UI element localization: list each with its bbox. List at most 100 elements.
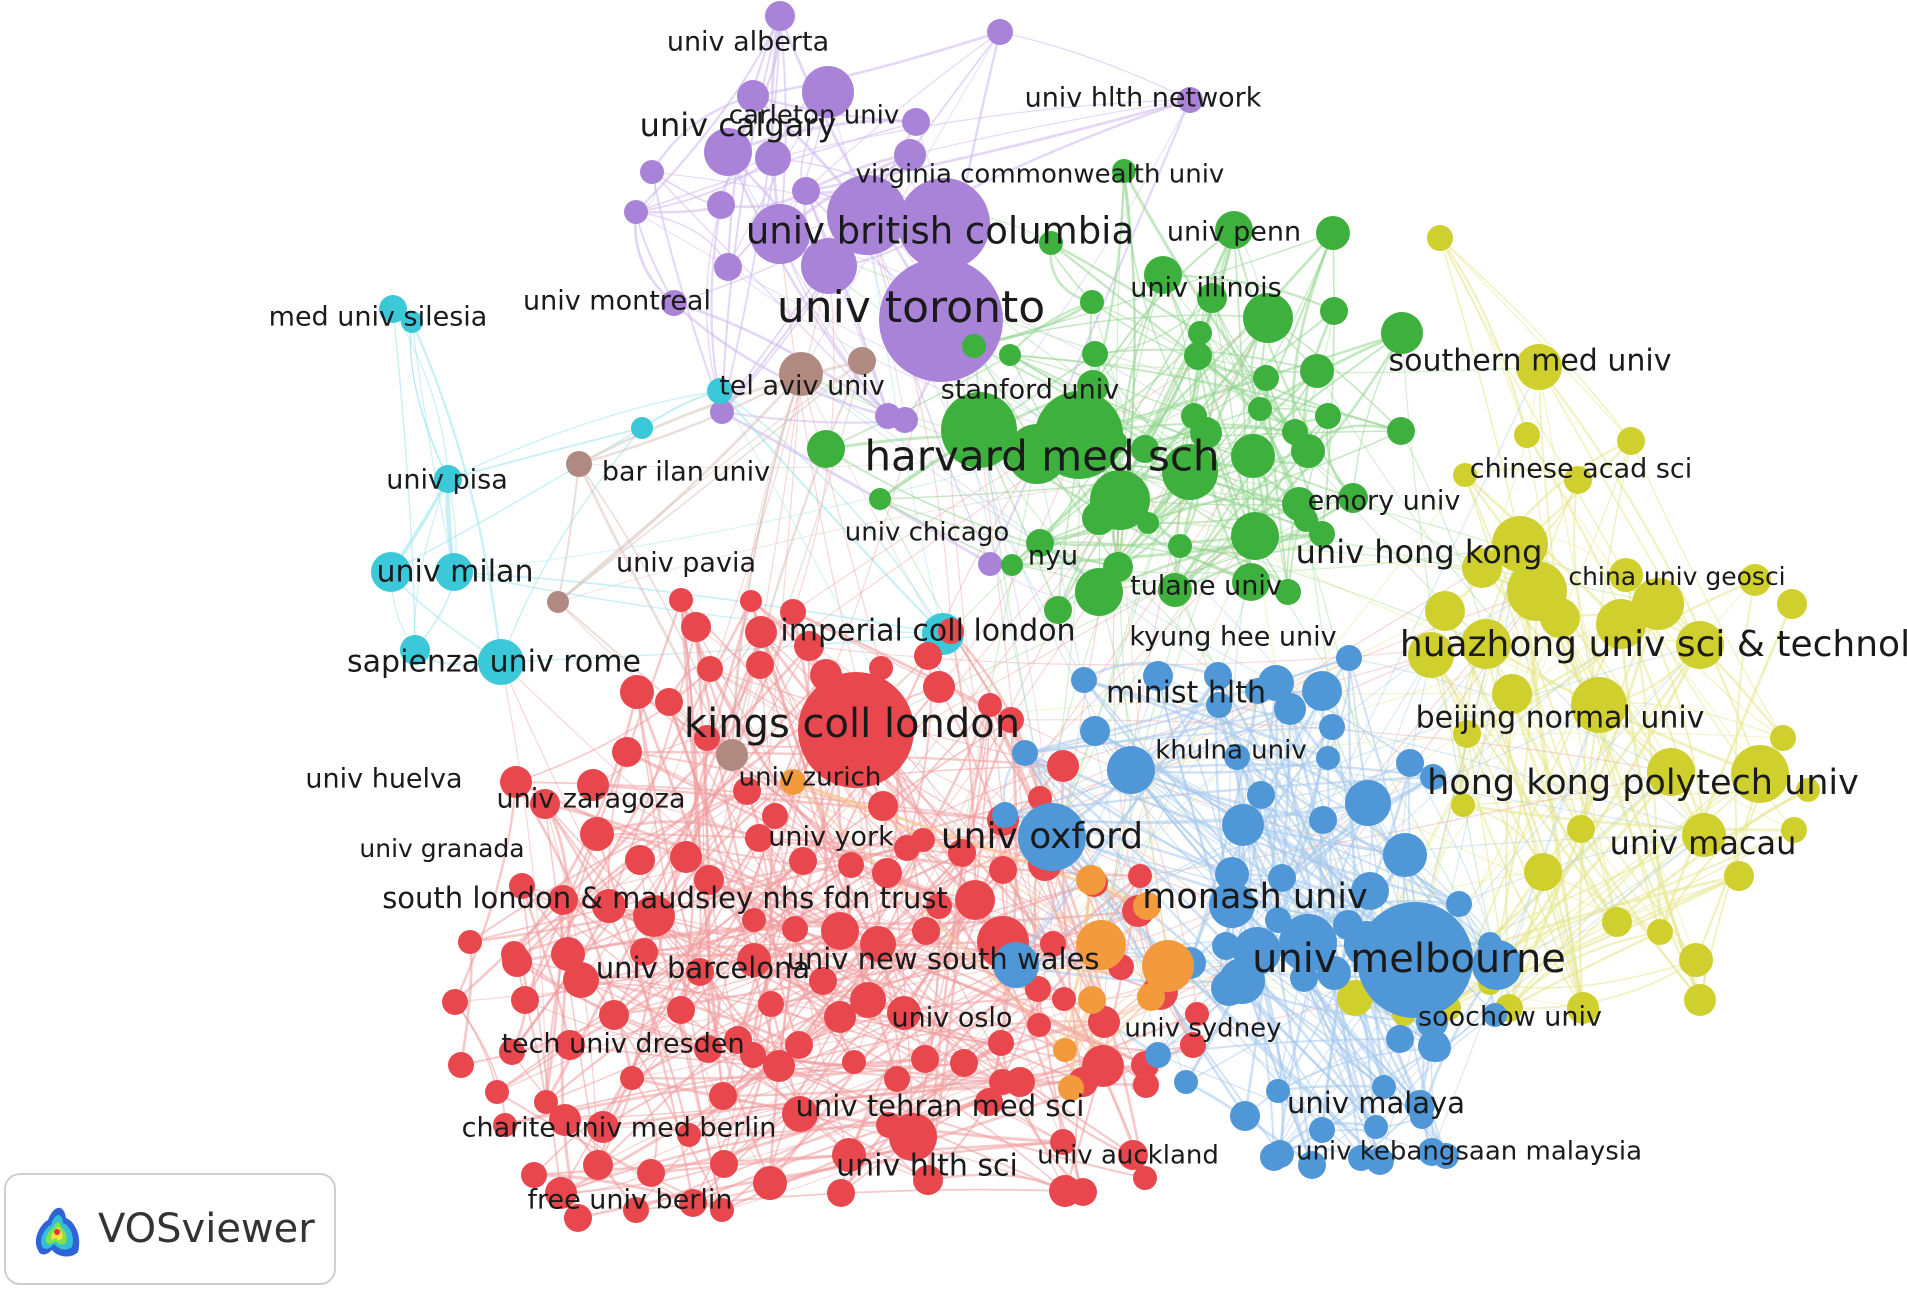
institution-node[interactable] bbox=[898, 178, 990, 270]
institution-node[interactable] bbox=[989, 1069, 1015, 1095]
institution-node[interactable] bbox=[998, 707, 1024, 733]
institution-node[interactable] bbox=[1319, 714, 1345, 740]
institution-node[interactable] bbox=[623, 1197, 649, 1223]
institution-label[interactable]: kings coll london bbox=[684, 701, 1020, 747]
institution-node[interactable] bbox=[753, 1166, 787, 1200]
institution-node[interactable] bbox=[1118, 1140, 1148, 1170]
institution-node[interactable] bbox=[534, 1090, 558, 1114]
institution-node[interactable] bbox=[1012, 740, 1038, 766]
institution-node[interactable] bbox=[926, 893, 952, 919]
institution-node[interactable] bbox=[633, 895, 675, 937]
institution-node[interactable] bbox=[1196, 454, 1218, 476]
institution-node[interactable] bbox=[547, 591, 569, 613]
institution-node[interactable] bbox=[1724, 861, 1754, 891]
institution-node[interactable] bbox=[670, 841, 702, 873]
institution-node[interactable] bbox=[1345, 780, 1391, 826]
institution-node[interactable] bbox=[1018, 803, 1086, 871]
institution-node[interactable] bbox=[1337, 980, 1373, 1016]
institution-node[interactable] bbox=[1082, 501, 1116, 535]
institution-node[interactable] bbox=[1300, 354, 1334, 388]
institution-node[interactable] bbox=[1315, 403, 1341, 429]
institution-node[interactable] bbox=[842, 1050, 866, 1074]
institution-label[interactable]: monash univ bbox=[1142, 877, 1367, 917]
institution-label[interactable]: univ milan bbox=[377, 555, 534, 590]
institution-node[interactable] bbox=[631, 417, 653, 439]
institution-node[interactable] bbox=[1540, 598, 1580, 638]
institution-node[interactable] bbox=[780, 769, 806, 795]
institution-node[interactable] bbox=[1080, 290, 1104, 314]
institution-node[interactable] bbox=[1231, 512, 1279, 560]
institution-node[interactable] bbox=[1145, 1042, 1171, 1068]
institution-node[interactable] bbox=[821, 912, 859, 950]
institution-label[interactable]: free univ berlin bbox=[527, 1185, 732, 1216]
institution-node[interactable] bbox=[1168, 534, 1192, 558]
institution-node[interactable] bbox=[1396, 749, 1424, 777]
institution-node[interactable] bbox=[1647, 919, 1673, 945]
institution-node[interactable] bbox=[551, 937, 585, 971]
institution-node[interactable] bbox=[1107, 746, 1155, 794]
institution-node[interactable] bbox=[371, 552, 411, 592]
institution-node[interactable] bbox=[1258, 665, 1294, 701]
institution-node[interactable] bbox=[521, 1162, 547, 1188]
institution-node[interactable] bbox=[802, 66, 854, 118]
institution-node[interactable] bbox=[779, 352, 823, 396]
institution-node[interactable] bbox=[583, 1150, 613, 1180]
institution-label[interactable]: univ sydney bbox=[1124, 1014, 1281, 1044]
institution-node[interactable] bbox=[716, 739, 748, 771]
institution-node[interactable] bbox=[1320, 297, 1348, 325]
institution-node[interactable] bbox=[1143, 661, 1173, 691]
institution-node[interactable] bbox=[1078, 986, 1106, 1014]
institution-node[interactable] bbox=[499, 1039, 525, 1065]
institution-label[interactable]: virginia commonwealth univ bbox=[856, 160, 1225, 190]
institution-label[interactable]: univ chicago bbox=[845, 518, 1009, 548]
institution-node[interactable] bbox=[1420, 764, 1446, 790]
institution-node[interactable] bbox=[1279, 914, 1337, 972]
institution-node[interactable] bbox=[1231, 434, 1275, 478]
institution-node[interactable] bbox=[1275, 579, 1301, 605]
institution-node[interactable] bbox=[1133, 1166, 1157, 1190]
institution-node[interactable] bbox=[978, 552, 1002, 576]
institution-node[interactable] bbox=[1047, 750, 1079, 782]
institution-node[interactable] bbox=[884, 1066, 910, 1092]
institution-label[interactable]: univ pavia bbox=[616, 548, 756, 579]
institution-node[interactable] bbox=[1425, 591, 1465, 631]
institution-node[interactable] bbox=[826, 760, 850, 784]
institution-node[interactable] bbox=[1679, 943, 1713, 977]
institution-node[interactable] bbox=[1617, 427, 1645, 455]
institution-node[interactable] bbox=[1410, 1105, 1434, 1129]
institution-node[interactable] bbox=[1243, 293, 1293, 343]
institution-node[interactable] bbox=[1076, 920, 1126, 970]
institution-node[interactable] bbox=[792, 177, 820, 205]
institution-node[interactable] bbox=[511, 986, 539, 1014]
institution-node[interactable] bbox=[737, 80, 769, 112]
institution-node[interactable] bbox=[733, 777, 761, 805]
institution-node[interactable] bbox=[485, 1080, 509, 1104]
institution-node[interactable] bbox=[988, 1030, 1014, 1056]
institution-node[interactable] bbox=[902, 108, 930, 136]
institution-node[interactable] bbox=[1188, 321, 1212, 345]
institution-node[interactable] bbox=[1316, 216, 1350, 250]
institution-node[interactable] bbox=[1266, 1140, 1294, 1168]
institution-node[interactable] bbox=[1514, 422, 1540, 448]
institution-node[interactable] bbox=[1144, 256, 1182, 294]
institution-label[interactable]: univ hlth network bbox=[1025, 83, 1262, 114]
institution-node[interactable] bbox=[801, 238, 857, 294]
institution-node[interactable] bbox=[1418, 1030, 1450, 1062]
institution-node[interactable] bbox=[989, 856, 1017, 884]
institution-node[interactable] bbox=[509, 873, 535, 899]
institution-node[interactable] bbox=[1567, 992, 1599, 1024]
institution-node[interactable] bbox=[1039, 231, 1063, 255]
institution-node[interactable] bbox=[962, 334, 986, 358]
institution-node[interactable] bbox=[1366, 1147, 1394, 1175]
institution-node[interactable] bbox=[694, 1035, 722, 1063]
institution-node[interactable] bbox=[876, 1112, 902, 1138]
institution-node[interactable] bbox=[1446, 891, 1472, 917]
institution-node[interactable] bbox=[400, 635, 430, 665]
institution-node[interactable] bbox=[1462, 548, 1502, 588]
institution-node[interactable] bbox=[911, 1045, 939, 1073]
institution-node[interactable] bbox=[1058, 1075, 1084, 1101]
institution-node[interactable] bbox=[530, 789, 560, 819]
institution-node[interactable] bbox=[1224, 744, 1250, 770]
institution-label[interactable]: univ calgary bbox=[640, 106, 837, 144]
institution-node[interactable] bbox=[1082, 341, 1108, 367]
